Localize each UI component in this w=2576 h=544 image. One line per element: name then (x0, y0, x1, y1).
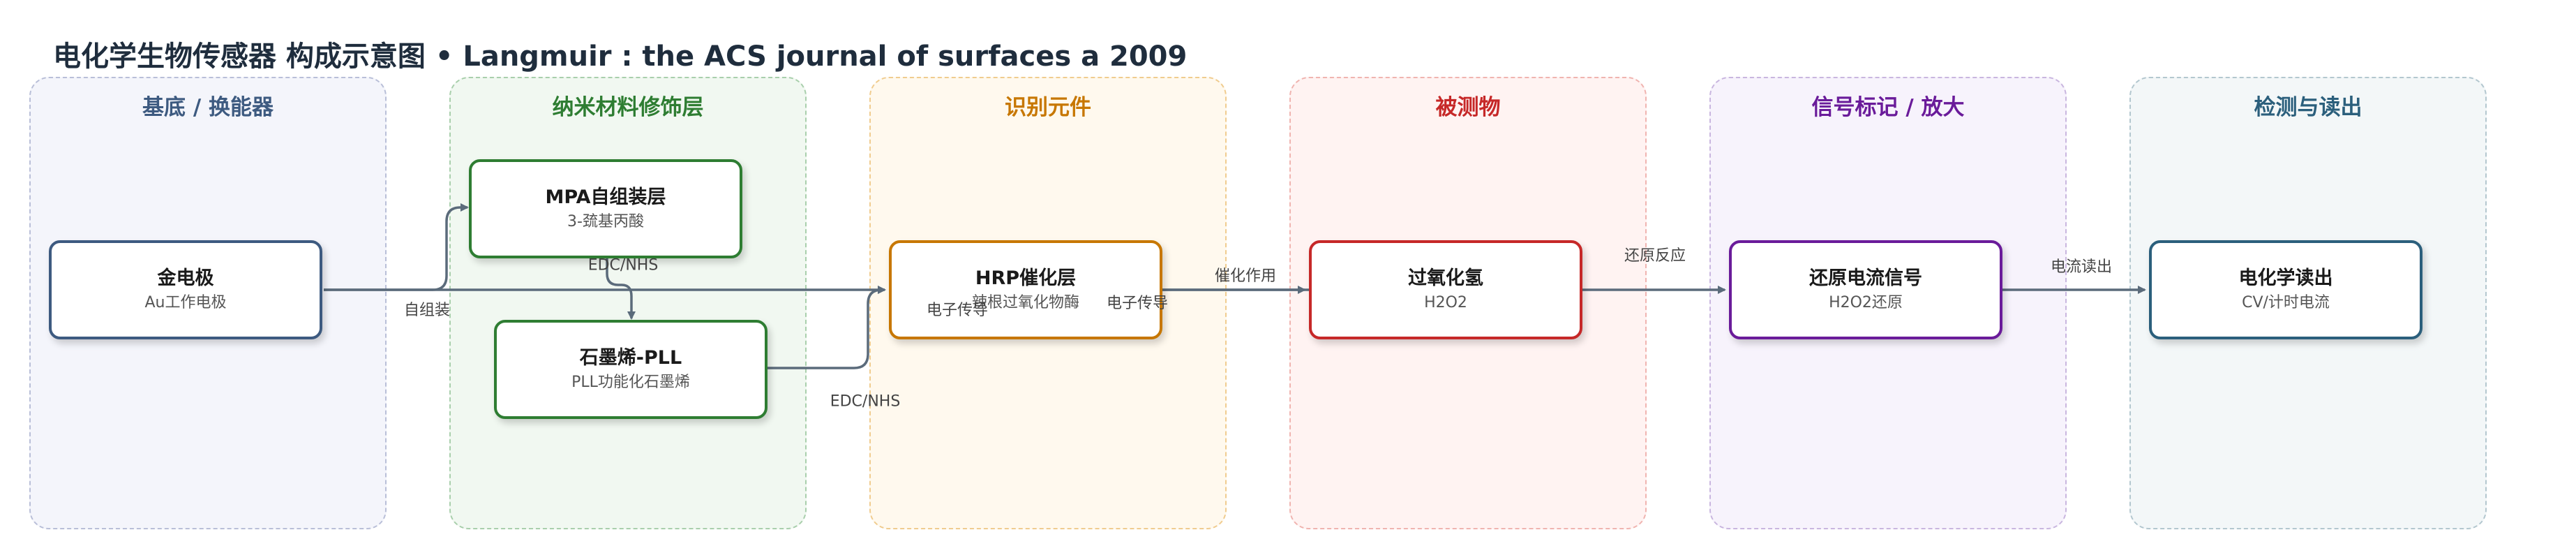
edge-label-current-readout: 电流读出 (2050, 258, 2113, 276)
lane-title-readout: 检测与读出 (2254, 95, 2362, 120)
lane-title-signal: 信号标记 / 放大 (1811, 95, 1965, 120)
node-electrochemical-readout[interactable]: 电化学读出 CV/计时电流 (2149, 240, 2423, 339)
lane-title-substrate: 基底 / 换能器 (142, 95, 274, 120)
node-title: 金电极 (157, 267, 214, 289)
edge-label-reduction: 还原反应 (1624, 247, 1686, 265)
node-subtitle: H2O2还原 (1829, 293, 1903, 311)
edge-graphene-to-hrp (766, 286, 886, 369)
edge-gold-to-mpa (324, 203, 469, 291)
node-title: 电化学读出 (2238, 267, 2333, 289)
node-subtitle: 3-巯基丙酸 (567, 212, 644, 230)
edge-label-self-assembly: 自组装 (403, 302, 451, 319)
edge-label-edc-nhs-2: EDC/NHS (830, 392, 901, 411)
lane-title-analyte: 被测物 (1435, 95, 1501, 120)
edge-label-electron-transfer-2: 电子传导 (1106, 295, 1169, 312)
node-subtitle: PLL功能化石墨烯 (571, 373, 690, 391)
edge-mpa-to-graphene (606, 258, 636, 320)
node-reduction-signal[interactable]: 还原电流信号 H2O2还原 (1729, 240, 2002, 339)
diagram-title: 电化学生物传感器 构成示意图 • Langmuir : the ACS jour… (53, 41, 1188, 73)
node-subtitle: Au工作电极 (144, 293, 227, 311)
node-subtitle: 辣根过氧化物酶 (971, 293, 1079, 311)
edge-label-electron-transfer-1: 电子传导 (926, 302, 989, 319)
node-title: MPA自组装层 (545, 186, 666, 208)
lane-nanomaterial (449, 77, 807, 529)
node-title: 过氧化氢 (1408, 267, 1483, 289)
edge-label-edc-nhs-1: EDC/NHS (587, 256, 659, 274)
node-title: 石墨烯-PLL (579, 346, 682, 369)
node-title: HRP催化层 (975, 267, 1077, 289)
node-subtitle: CV/计时电流 (2242, 293, 2330, 311)
lane-title-nanomaterial: 纳米材料修饰层 (552, 95, 704, 120)
node-hrp-layer[interactable]: HRP催化层 辣根过氧化物酶 (889, 240, 1162, 339)
node-title: 还原电流信号 (1809, 267, 1922, 289)
node-graphene-pll[interactable]: 石墨烯-PLL PLL功能化石墨烯 (494, 320, 767, 419)
node-hydrogen-peroxide[interactable]: 过氧化氢 H2O2 (1309, 240, 1582, 339)
node-subtitle: H2O2 (1424, 293, 1467, 311)
edge-label-catalysis: 催化作用 (1214, 267, 1277, 285)
node-gold-electrode[interactable]: 金电极 Au工作电极 (49, 240, 322, 339)
node-mpa-layer[interactable]: MPA自组装层 3-巯基丙酸 (469, 159, 742, 258)
lane-title-recognition: 识别元件 (1005, 95, 1091, 120)
